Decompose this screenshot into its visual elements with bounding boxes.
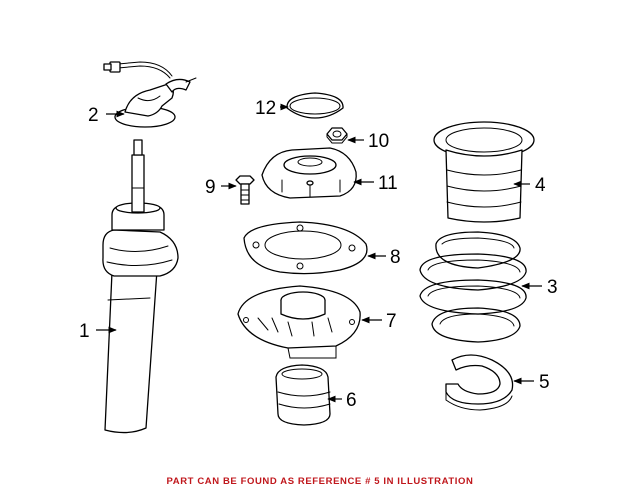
callout-11: 11 <box>378 173 398 194</box>
dust-boot <box>433 121 535 223</box>
callout-1: 1 <box>79 321 90 342</box>
coil-spring <box>419 231 527 343</box>
leader-lines <box>96 103 542 403</box>
strut-mount <box>261 147 357 199</box>
callout-6: 6 <box>346 390 357 411</box>
callout-10: 10 <box>368 131 389 152</box>
lower-mount <box>237 285 361 359</box>
bolt <box>235 175 255 205</box>
bump-stop <box>275 364 331 426</box>
spring-pad <box>445 354 514 411</box>
callout-2: 2 <box>88 105 99 126</box>
callout-4: 4 <box>535 175 546 196</box>
gasket <box>243 221 368 275</box>
callout-5: 5 <box>539 372 550 393</box>
callout-7: 7 <box>386 311 397 332</box>
callout-12: 12 <box>255 98 276 119</box>
reference-note: PART CAN BE FOUND AS REFERENCE # 5 IN IL… <box>166 476 474 487</box>
strut-assembly <box>102 139 179 434</box>
upper-mount-with-sensor <box>103 61 197 128</box>
nut <box>326 127 348 144</box>
callout-3: 3 <box>547 277 558 298</box>
callout-8: 8 <box>390 247 401 268</box>
callout-9: 9 <box>205 177 216 198</box>
dust-cap <box>286 92 344 119</box>
